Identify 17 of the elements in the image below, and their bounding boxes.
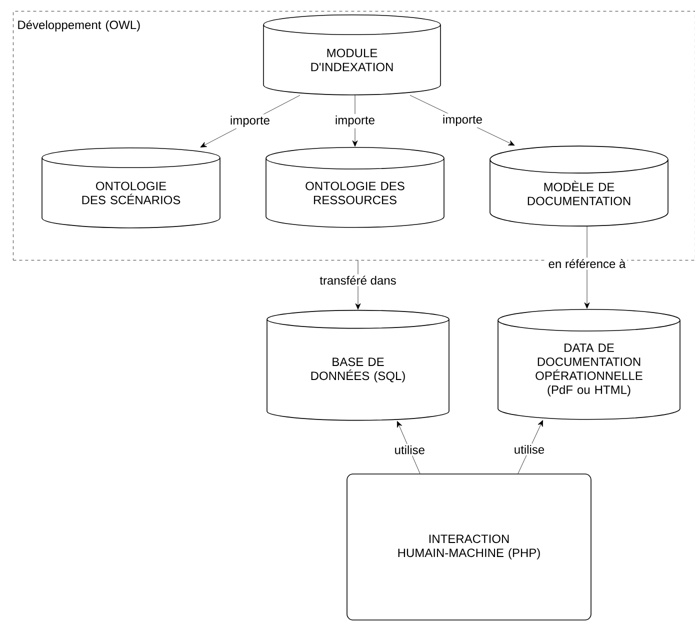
database-cylinder: DATA DE DOCUMENTATION OPÉRATIONNELLE (PdF ou HTML) xyxy=(498,309,680,420)
database-cylinder: BASE DE DONNÉES (SQL) xyxy=(266,310,450,421)
arrow xyxy=(584,226,590,309)
edge-label: transféré dans xyxy=(318,274,398,286)
edge-label: utilise xyxy=(512,444,546,456)
process-box: INTERACTION HUMAIN-MACHINE (PHP) xyxy=(346,474,592,620)
edge-label: utilise xyxy=(392,444,426,456)
edge-label: importe xyxy=(228,114,272,128)
database-cylinder: ONTOLOGIE DES RESSOURCES xyxy=(266,147,444,228)
edge-label: importe xyxy=(334,114,377,128)
edge-label: en référence à xyxy=(546,258,628,270)
arrow xyxy=(397,420,420,474)
edge-label: importe xyxy=(441,113,484,128)
database-cylinder: ONTOLOGIE DES SCÉNARIOS xyxy=(42,147,220,228)
arrow xyxy=(518,420,543,474)
database-cylinder: MODÈLE DE DOCUMENTATION xyxy=(490,146,668,226)
database-cylinder: MODULE D'INDEXATION xyxy=(263,14,441,96)
